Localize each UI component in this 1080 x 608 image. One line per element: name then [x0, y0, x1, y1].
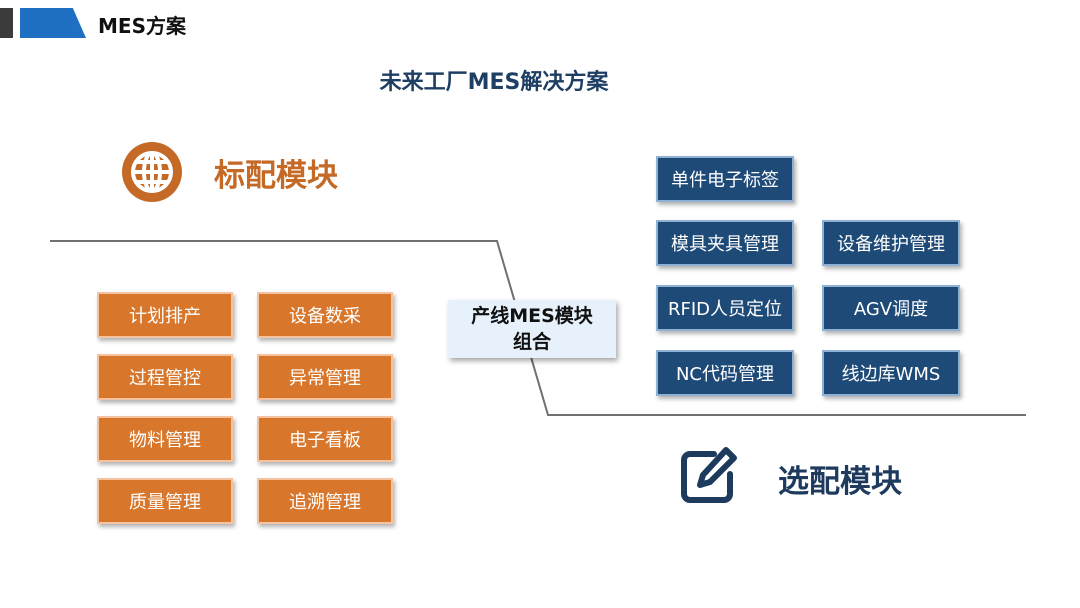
standard-module-item[interactable]: 设备数采	[257, 292, 393, 338]
optional-module-item[interactable]: 线边库WMS	[822, 350, 960, 396]
optional-module-item[interactable]: 模具夹具管理	[656, 220, 794, 266]
page-title: 未来工厂MES解决方案	[379, 70, 609, 95]
standard-module-item[interactable]: 电子看板	[257, 416, 393, 462]
optional-module-item[interactable]: RFID人员定位	[656, 285, 794, 331]
optional-module-item[interactable]: 设备维护管理	[822, 220, 960, 266]
optional-module-item[interactable]: NC代码管理	[656, 350, 794, 396]
center-box-line2: 组合	[512, 331, 551, 353]
standard-module-item[interactable]: 物料管理	[97, 416, 233, 462]
center-combination-box: 产线MES模块 组合	[448, 300, 616, 358]
header-accent-bar	[0, 8, 13, 38]
standard-module-item[interactable]: 过程管控	[97, 354, 233, 400]
standard-module-item[interactable]: 质量管理	[97, 478, 233, 524]
optional-section-title: 选配模块	[778, 464, 902, 500]
edit-icon	[681, 447, 737, 503]
optional-module-item[interactable]: 单件电子标签	[656, 156, 794, 202]
standard-module-item[interactable]: 异常管理	[257, 354, 393, 400]
header-title: MES方案	[98, 14, 186, 38]
globe-icon	[122, 142, 182, 202]
standard-module-item[interactable]: 追溯管理	[257, 478, 393, 524]
standard-module-item[interactable]: 计划排产	[97, 292, 233, 338]
center-box-line1: 产线MES模块	[471, 305, 593, 327]
optional-module-item[interactable]: AGV调度	[822, 285, 960, 331]
standard-section-title: 标配模块	[214, 158, 338, 194]
